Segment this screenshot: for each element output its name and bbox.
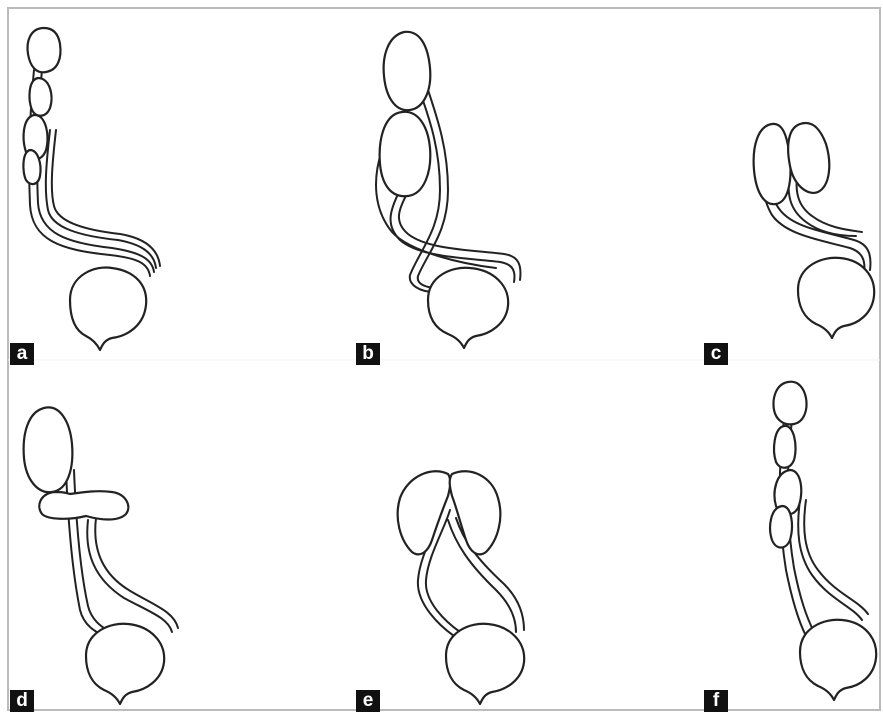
panel-c-kidney-right [788, 123, 829, 193]
panel-a-label: a [10, 343, 34, 365]
panel-d-drawing [24, 407, 178, 704]
panel-a-bladder [70, 267, 146, 350]
panel-e-drawing [398, 471, 525, 704]
panel-f-bladder [800, 620, 876, 700]
panel-d-ureter-4 [95, 518, 178, 628]
panel-b-bladder [428, 268, 508, 348]
panel-a-upper-kidney [28, 28, 61, 72]
panel-d-bladder [86, 624, 164, 704]
panel-c-label: c [704, 343, 728, 365]
panel-d-upper-kidney [24, 407, 73, 492]
panel-b-ureter-4 [399, 192, 521, 280]
panel-f-top-kidney [774, 382, 807, 425]
panel-f-ureter-3 [798, 500, 862, 620]
panel-c-bladder [798, 258, 874, 338]
panel-a-ureter-4 [52, 130, 160, 266]
panel-e-label: e [356, 690, 380, 712]
panel-a-drawing [23, 28, 160, 350]
panel-b-upper-kidney [384, 32, 431, 110]
panel-e-bladder [446, 624, 524, 704]
panel-c-kidney-left [754, 124, 791, 204]
panel-a-lowest-kidney [23, 150, 40, 184]
panel-f-drawing [770, 382, 876, 700]
panel-c-drawing [754, 123, 875, 338]
panel-f-lower-kidney [770, 506, 792, 548]
panel-e-left-kidney [398, 471, 451, 554]
panel-d-ureter-3 [87, 520, 172, 632]
panel-b-label: b [356, 343, 380, 365]
panel-f-label: f [704, 690, 728, 712]
panel-a-middle-kidney [30, 78, 52, 116]
panel-b-lower-kidney [380, 112, 431, 196]
panel-b-drawing [376, 32, 520, 348]
panel-f-upper-kidney [774, 426, 795, 468]
panel-d-horizontal-kidney [39, 491, 128, 519]
panel-f-ureter-4 [804, 500, 868, 614]
panel-d-label: d [10, 690, 34, 712]
